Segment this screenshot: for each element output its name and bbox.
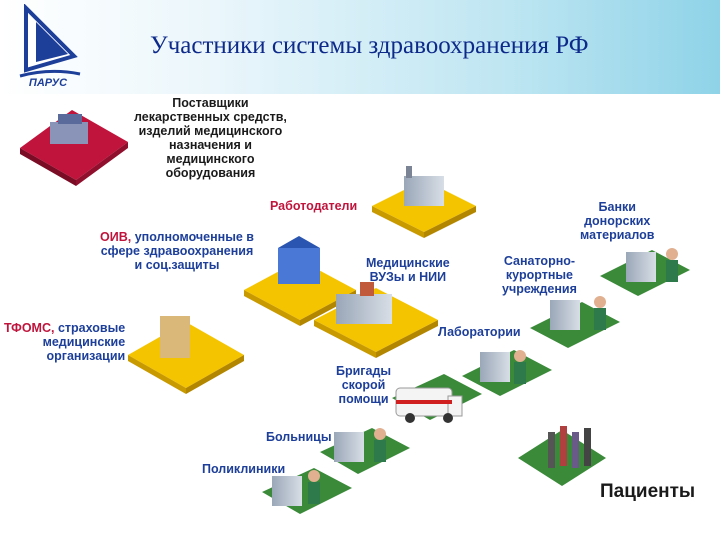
doctor-icon — [666, 260, 678, 282]
header-banner — [0, 0, 720, 94]
oiv-prefix: ОИВ, — [100, 230, 132, 244]
government-building-icon — [278, 248, 320, 284]
doctor-icon — [308, 482, 320, 504]
ambulance-icon — [395, 387, 463, 423]
equipment-icon — [50, 122, 88, 144]
laboratories-label: Лаборатории — [438, 325, 521, 339]
polyclinics-label: Поликлиники — [202, 462, 286, 476]
university-icon — [336, 294, 392, 324]
suppliers-label: Поставщики лекарственных средств, издели… — [134, 96, 287, 180]
logo-text: ПАРУС — [29, 77, 68, 88]
employers-label: Работодатели — [270, 199, 358, 213]
medical-buildings — [272, 252, 656, 506]
doctor-icon — [594, 308, 606, 330]
oiv-label: ОИВ, уполномоченные в сфере здравоохране… — [100, 230, 254, 272]
office-building-icon — [160, 316, 190, 358]
sanatorium-building-icon — [550, 300, 580, 330]
tfoms-label: ТФОМС, страховые медицинские организации — [4, 321, 126, 363]
laboratory-building-icon — [480, 352, 510, 382]
sail-logo-icon — [19, 4, 81, 78]
suppliers-platform — [20, 110, 128, 186]
doctor-icon — [514, 362, 526, 384]
patients-icon — [518, 426, 606, 486]
universities-label: Медицинские ВУЗы и НИИ — [366, 256, 450, 284]
tfoms-platform — [128, 316, 244, 394]
hospitals-label: Больницы — [266, 430, 332, 444]
factory-icon — [404, 176, 444, 206]
blood-bank-building-icon — [626, 252, 656, 282]
page-title: Участники системы здравоохранения РФ — [150, 32, 589, 59]
banks-label: Банки донорских материалов — [580, 200, 655, 242]
polyclinic-building-icon — [272, 476, 302, 506]
hospital-building-icon — [334, 432, 364, 462]
doctors — [308, 248, 678, 504]
sanatoriums-label: Санаторно- курортные учреждения — [502, 254, 577, 296]
doctor-icon — [374, 440, 386, 462]
logo: ПАРУС — [19, 4, 81, 88]
ambulance-label: Бригады скорой помощи — [336, 364, 392, 406]
patients-label: Пациенты — [600, 481, 696, 502]
employers-platform — [372, 166, 476, 238]
universities-platform — [314, 282, 438, 358]
tfoms-prefix: ТФОМС, — [4, 321, 55, 335]
